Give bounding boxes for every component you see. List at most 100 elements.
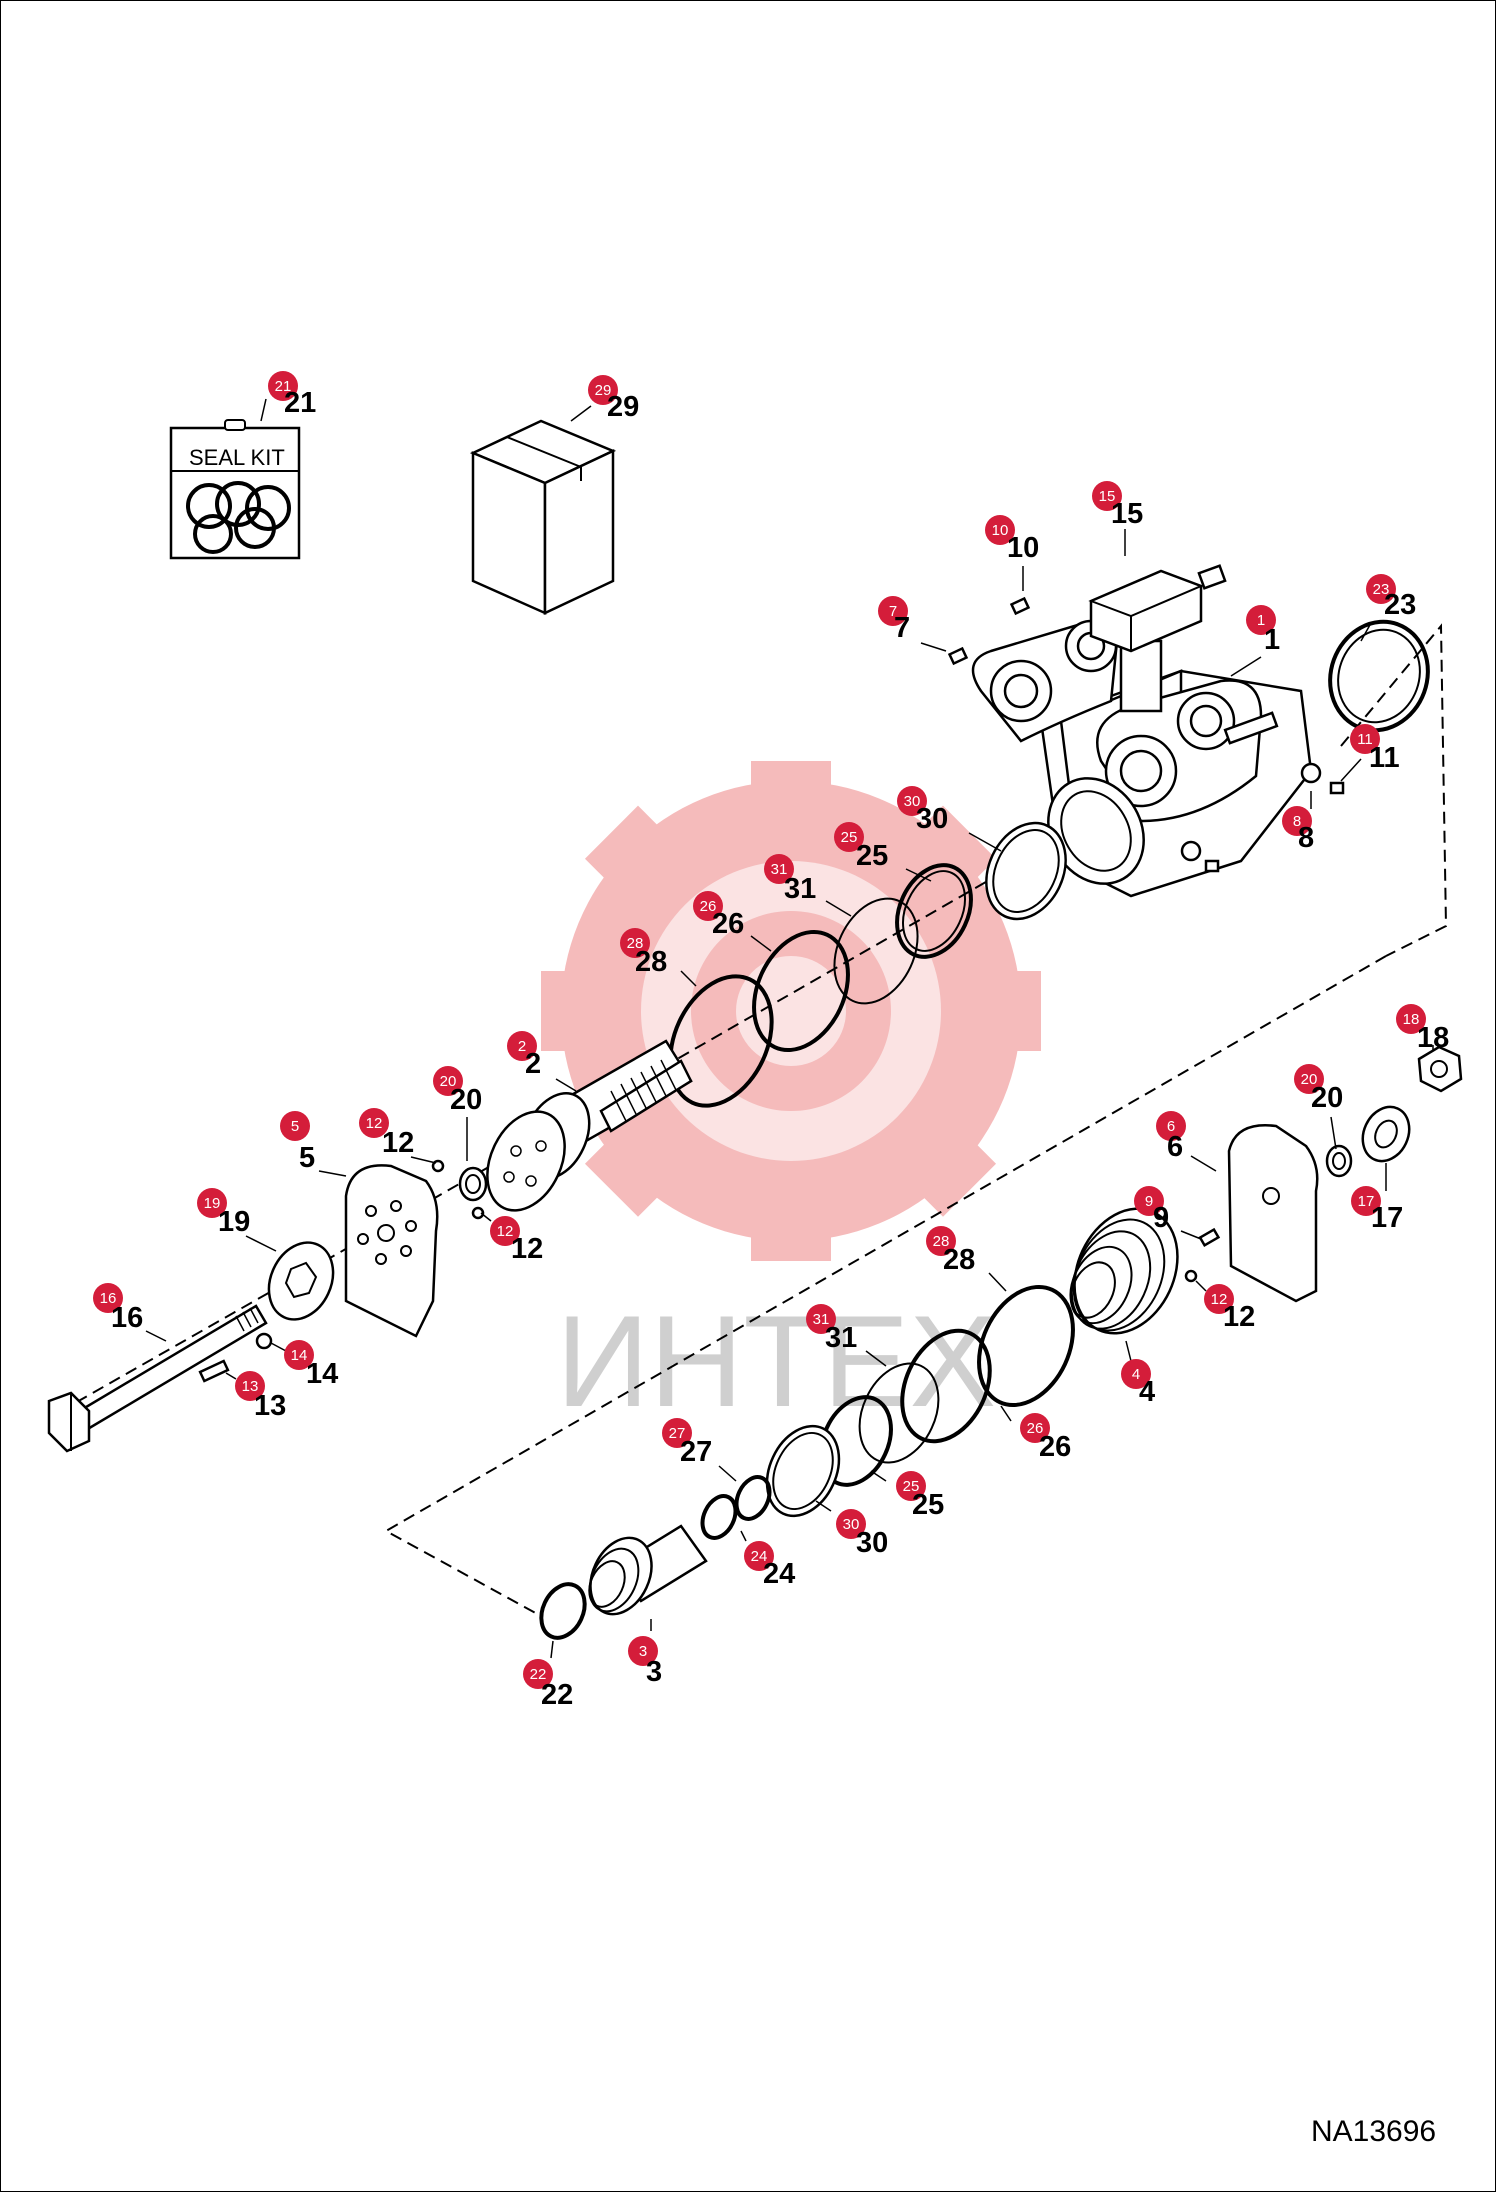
callout-leader (1330, 1116, 1337, 1150)
callout-badge (433, 1066, 463, 1096)
callout-badge (1020, 1413, 1050, 1443)
callout-label: 15 (1111, 498, 1143, 530)
callout-label: 10 (1007, 532, 1039, 564)
callout-badge (1282, 806, 1312, 836)
callout-label: 25 (912, 1489, 944, 1521)
callout-leader (815, 1500, 832, 1512)
callout-label: 30 (916, 803, 948, 835)
callout-leader (905, 868, 932, 882)
actuator-housing (971, 564, 1313, 898)
callout-badge (836, 1509, 866, 1539)
callout-badge (896, 1471, 926, 1501)
callout-leader (225, 1372, 237, 1380)
callout-badge-number: 18 (1403, 1011, 1420, 1028)
callout-label: 28 (635, 946, 667, 978)
callout-badge-number: 20 (440, 1073, 457, 1090)
callout-label: 28 (943, 1244, 975, 1276)
callout-badge-number: 20 (1301, 1071, 1318, 1088)
callout-label: 20 (1311, 1082, 1343, 1114)
sleeve-3 (588, 1524, 708, 1616)
callout-label: 11 (1369, 742, 1400, 774)
callout-label: 17 (1371, 1202, 1403, 1234)
callout-label: 29 (607, 391, 639, 423)
callout-badge (897, 786, 927, 816)
callout-label: 9 (1153, 1202, 1169, 1234)
callout-badge-number: 22 (530, 1666, 547, 1683)
callout-badge-number: 27 (669, 1425, 686, 1442)
callout-badge-number: 6 (1167, 1118, 1175, 1135)
assembly-line-upper (1340, 623, 1448, 957)
callout-badge (744, 1541, 774, 1571)
callout-leader (1230, 656, 1262, 677)
callout-badge-number: 12 (497, 1223, 514, 1240)
callout-label: 5 (299, 1142, 315, 1174)
callout-badge (1121, 1359, 1151, 1389)
callout-badge-number: 31 (771, 861, 788, 878)
callout-badge (878, 596, 908, 626)
callout-label: 24 (763, 1558, 795, 1590)
parts-box (469, 419, 617, 615)
callout-badge (284, 1340, 314, 1370)
callout-badge-number: 12 (1211, 1291, 1228, 1308)
callout-badge (1134, 1186, 1164, 1216)
callout-label: 20 (450, 1084, 482, 1116)
callout-label: 16 (111, 1302, 143, 1334)
callout-badge-number: 7 (889, 603, 897, 620)
callout-badge-number: 23 (1373, 581, 1390, 598)
callout-badge-number: 10 (992, 522, 1009, 539)
callout-leader (920, 642, 947, 652)
callout-label: 22 (541, 1679, 573, 1711)
ring-22 (539, 1582, 587, 1640)
callout-leader (968, 832, 1002, 852)
callout-leader (1180, 1230, 1202, 1240)
end-plate-right (1227, 1124, 1319, 1303)
callout-leader (740, 1530, 747, 1542)
callout-badge (1204, 1284, 1234, 1314)
piston-4 (1069, 1207, 1179, 1335)
callout-label: 12 (1223, 1301, 1255, 1333)
callout-c8: 88 (1282, 791, 1314, 854)
callout-badge-number: 13 (242, 1378, 259, 1395)
callout-badge (523, 1659, 553, 1689)
callout-label: 19 (218, 1206, 250, 1238)
callout-c7: 77 (878, 596, 947, 652)
callout-badge (359, 1108, 389, 1138)
callout-badge-number: 8 (1293, 813, 1301, 830)
callout-leader (1360, 622, 1372, 642)
callout-leader (555, 1078, 577, 1092)
callout-badge-number: 12 (366, 1115, 383, 1132)
callout-label: 25 (856, 840, 888, 872)
callout-label: 18 (1417, 1022, 1449, 1054)
callout-label: 26 (1039, 1431, 1071, 1463)
callout-leader (680, 970, 697, 987)
callout-badge-number: 3 (639, 1643, 647, 1660)
callout-leader (410, 1156, 437, 1164)
small-screws (198, 1159, 1221, 1383)
callout-badge-number: 28 (627, 935, 644, 952)
callout-badge-number: 24 (751, 1548, 768, 1565)
callout-label: 30 (856, 1527, 888, 1559)
callout-badge (806, 1304, 836, 1334)
callout-c5: 55 (280, 1111, 347, 1177)
callout-badge-number: 9 (1145, 1193, 1153, 1210)
callout-leader (260, 398, 267, 422)
callout-badge (1351, 1186, 1381, 1216)
callout-label: 12 (511, 1233, 543, 1265)
callout-badge (693, 891, 723, 921)
callout-badge-number: 30 (843, 1516, 860, 1533)
callout-badge-number: 15 (1099, 488, 1116, 505)
